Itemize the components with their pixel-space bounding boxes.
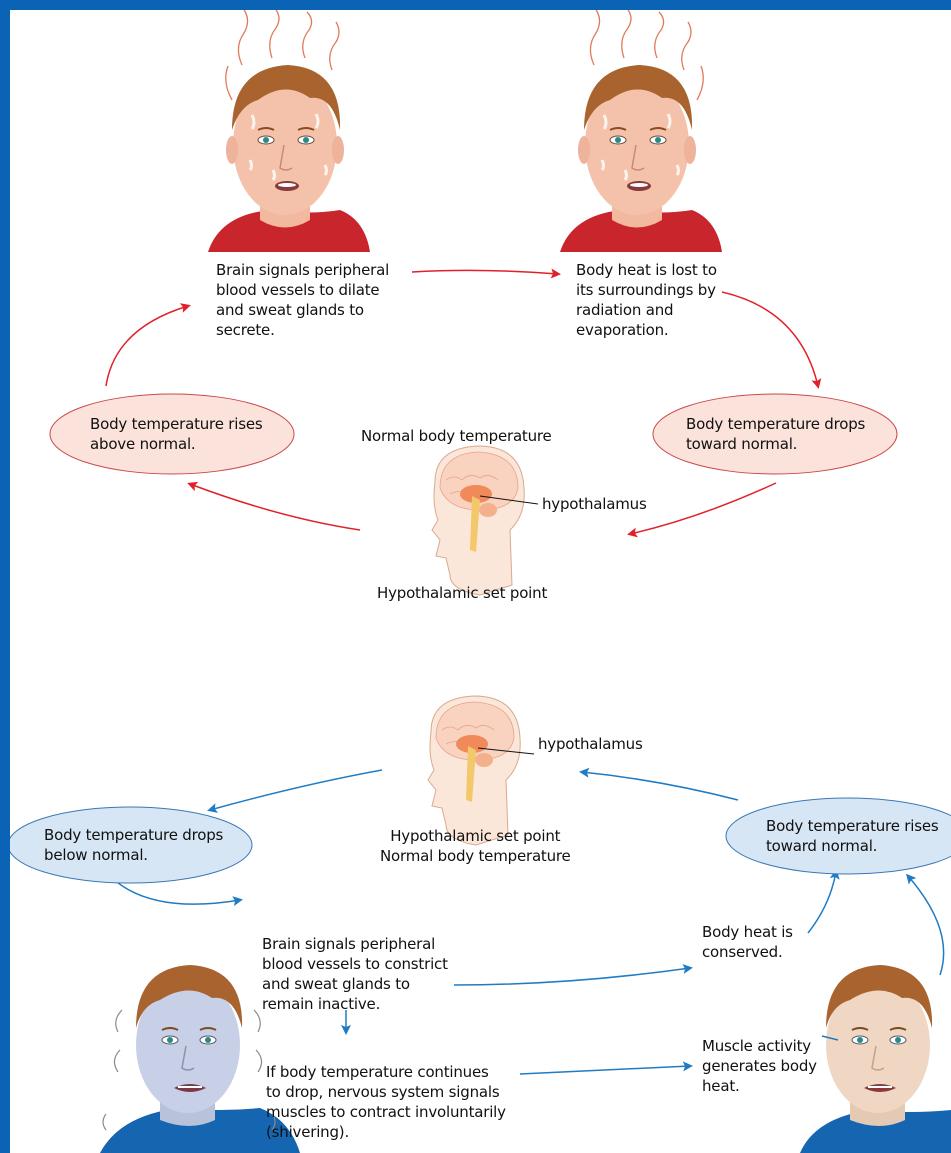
head-profile-brain-bottom [428, 696, 534, 845]
cold-oval-drops-label: Body temperature drops below normal. [44, 825, 223, 865]
cold-step-muscle-heat: Muscle activity generates body heat. [702, 1036, 817, 1096]
warming-face [800, 965, 951, 1153]
cold-oval-rises-label: Body temperature rises toward normal. [766, 816, 938, 856]
warm-step-heat-lost: Body heat is lost to its surroundings by… [576, 260, 717, 340]
cold-step-brain-constrict: Brain signals peripheral blood vessels t… [262, 934, 448, 1014]
cold-center-label: Hypothalamic set point Normal body tempe… [380, 826, 571, 866]
warm-hypothalamus-label: hypothalamus [542, 494, 647, 514]
overheated-face-right [560, 10, 722, 252]
cold-step-heat-conserved: Body heat is conserved. [702, 922, 793, 962]
head-profile-brain-top [432, 446, 538, 595]
cold-hypothalamus-label: hypothalamus [538, 734, 643, 754]
diagram-canvas: Brain signals peripheral blood vessels t… [10, 10, 951, 1153]
warm-normal-temp-label: Normal body temperature [361, 426, 552, 446]
warm-oval-rises-label: Body temperature rises above normal. [90, 414, 262, 454]
warm-set-point-label: Hypothalamic set point [377, 583, 547, 603]
warm-step-brain-dilate: Brain signals peripheral blood vessels t… [216, 260, 389, 340]
warm-oval-drops-label: Body temperature drops toward normal. [686, 414, 865, 454]
overheated-face-left [208, 10, 370, 252]
cold-step-shivering: If body temperature continues to drop, n… [266, 1062, 506, 1142]
